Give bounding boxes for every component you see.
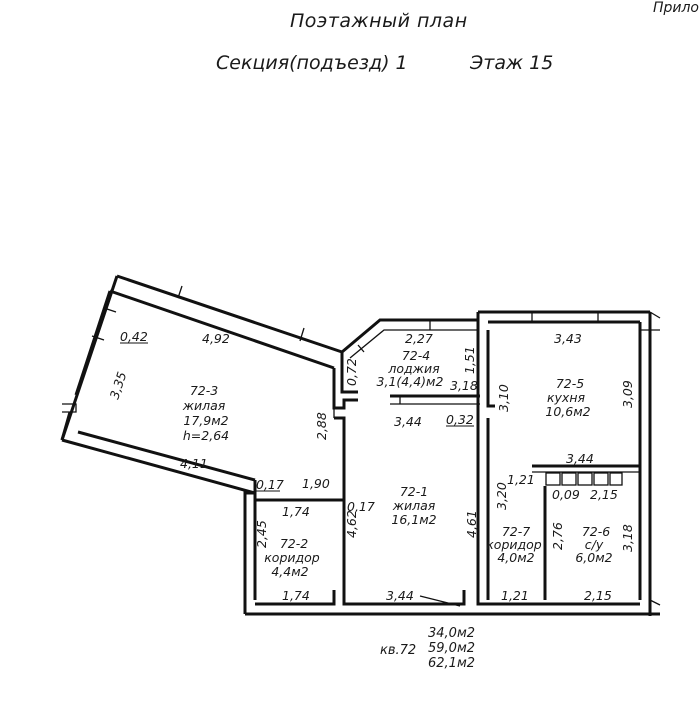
room-labels: 72-3 жилая 17,9м2 h=2,64 72-4 лоджия 3,1… <box>182 348 613 579</box>
dim-label: 2,45 <box>254 520 269 548</box>
room-72-6: 72-6 с/у 6,0м2 <box>575 524 612 565</box>
svg-text:коридор: коридор <box>486 537 542 552</box>
room-72-3: 72-3 жилая 17,9м2 h=2,64 <box>182 383 229 443</box>
dimension-labels: 0,42 4,92 3,35 0,72 2,88 4,11 0,17 1,90 … <box>107 329 635 603</box>
corner-note: Прило <box>652 0 699 16</box>
svg-text:кухня: кухня <box>547 390 586 405</box>
room-72-5: 72-5 кухня 10,6м2 <box>545 376 590 419</box>
dim-label: 3,44 <box>566 451 594 466</box>
room-72-1: 72-1 жилая 16,1м2 <box>391 484 436 527</box>
svg-text:с/у: с/у <box>585 537 604 552</box>
dim-label: 0,72 <box>344 358 359 386</box>
walls-bedroom-72-3 <box>60 274 343 495</box>
dim-label: 3,18 <box>620 524 635 552</box>
area-living: 34,0м2 <box>428 626 476 641</box>
floor-label: Этаж 15 <box>470 52 554 74</box>
area-total-loggia: 62,1м2 <box>428 656 476 671</box>
svg-text:72-4: 72-4 <box>402 348 430 363</box>
svg-text:72-7: 72-7 <box>502 524 530 539</box>
area-total: 59,0м2 <box>428 641 476 656</box>
svg-text:4,4м2: 4,4м2 <box>271 564 308 579</box>
svg-text:72-5: 72-5 <box>556 376 584 391</box>
dim-label: 3,44 <box>394 414 422 429</box>
page-title: Поэтажный план <box>290 10 468 32</box>
dim-label: 2,88 <box>314 412 329 440</box>
dim-label: 3,09 <box>620 380 635 408</box>
svg-text:16,1м2: 16,1м2 <box>391 512 436 527</box>
dim-label: 3,10 <box>496 384 511 412</box>
dim-label: 3,44 <box>386 588 414 603</box>
dim-label: 2,15 <box>584 588 612 603</box>
dim-label: 3,18 <box>450 378 478 393</box>
dim-label: 3,35 <box>107 370 130 401</box>
dim-label: 2,76 <box>550 522 565 550</box>
svg-text:10,6м2: 10,6м2 <box>545 404 590 419</box>
svg-text:17,9м2: 17,9м2 <box>183 413 228 428</box>
dim-label: 0,09 <box>552 487 580 502</box>
dim-label: 1,90 <box>302 476 330 491</box>
svg-text:72-1: 72-1 <box>400 484 428 499</box>
svg-text:h=2,64: h=2,64 <box>183 428 229 443</box>
svg-text:72-3: 72-3 <box>190 383 218 398</box>
section-label: Секция(подъезд) 1 <box>216 52 408 74</box>
dim-label: 0,32 <box>446 412 474 427</box>
svg-text:лоджия: лоджия <box>387 361 440 376</box>
room-72-2: 72-2 коридор 4,4м2 <box>264 536 320 579</box>
svg-text:4,0м2: 4,0м2 <box>497 550 534 565</box>
dim-label: 1,74 <box>282 588 310 603</box>
dim-label: 4,61 <box>464 510 479 538</box>
dim-label: 0,42 <box>120 329 148 344</box>
dim-label: 1,74 <box>282 504 310 519</box>
svg-text:6,0м2: 6,0м2 <box>575 550 612 565</box>
walls-loggia-72-4 <box>341 318 480 405</box>
dim-label: 4,92 <box>202 331 230 346</box>
walls-middle <box>243 352 358 614</box>
svg-text:72-6: 72-6 <box>582 524 610 539</box>
dim-label: 1,21 <box>507 472 535 487</box>
walls-bottom <box>245 590 660 616</box>
walls-right-block <box>476 310 661 616</box>
svg-text:3,1(4,4)м2: 3,1(4,4)м2 <box>377 374 444 389</box>
svg-text:72-2: 72-2 <box>280 536 308 551</box>
svg-text:жилая: жилая <box>182 398 226 413</box>
dim-label: 4,11 <box>180 456 208 471</box>
dim-label: 2,27 <box>405 331 433 346</box>
dim-label: 2,15 <box>590 487 618 502</box>
dim-label: 3,43 <box>554 331 582 346</box>
dim-label: 4,62 <box>344 510 359 538</box>
svg-text:коридор: коридор <box>264 550 320 565</box>
apartment-number: кв.72 <box>380 643 417 658</box>
dim-label: 3,20 <box>494 482 509 510</box>
dim-label: 1,21 <box>501 588 529 603</box>
dim-label: 0,17 <box>256 477 284 492</box>
dim-label: 1,51 <box>462 346 477 374</box>
svg-text:жилая: жилая <box>392 498 436 513</box>
dim-label: 0,17 <box>347 499 375 514</box>
room-72-4: 72-4 лоджия 3,1(4,4)м2 <box>377 348 444 389</box>
room-72-7: 72-7 коридор 4,0м2 <box>486 524 542 565</box>
